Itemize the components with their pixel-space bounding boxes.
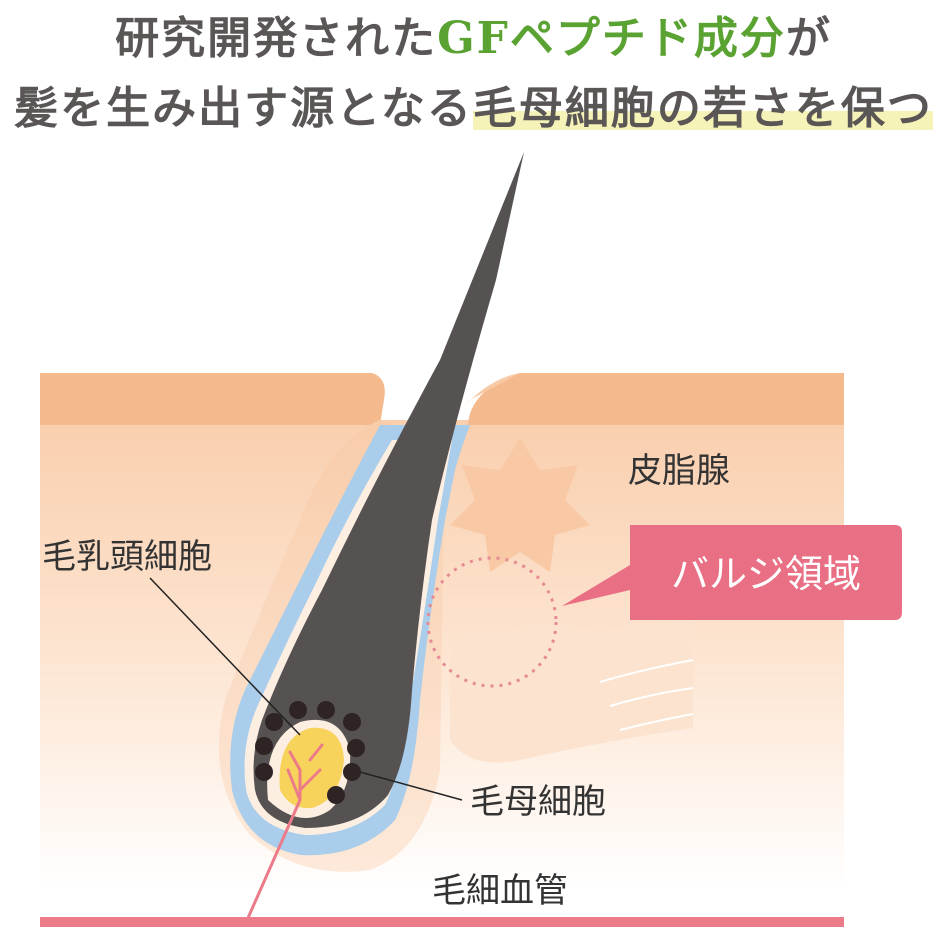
papilla-leader-line: [149, 577, 301, 736]
matrix-cell: [317, 701, 335, 719]
capillary-line: [40, 917, 844, 927]
matrix-cell: [255, 737, 273, 755]
headline-text-2a: 髪を生み出す源となる: [14, 83, 473, 134]
matrix-cell: [343, 763, 361, 781]
matrix-cell: [347, 739, 365, 757]
hair-matrix-cells: [255, 701, 365, 804]
matrix-cell: [289, 701, 307, 719]
epidermis-right: [468, 373, 844, 425]
dermal-papilla-label: 毛乳頭細胞: [42, 537, 212, 577]
muscle-fiber-1: [599, 659, 694, 683]
matrix-cell: [327, 786, 345, 804]
headline-line-1: 研究開発されたGFペプチド成分が: [0, 2, 947, 66]
headline-highlight-text: 毛母細胞の若さを保つ: [472, 83, 933, 134]
matrix-leader-line: [359, 771, 463, 801]
epidermis-left: [40, 373, 385, 425]
matrix-cell: [343, 713, 361, 731]
bulge-callout-box: [562, 525, 902, 620]
bulge-region-circle: [426, 556, 558, 688]
headline-text-1b: が: [785, 13, 832, 64]
muscle-fiber-2: [609, 687, 694, 707]
headline-line-2: 髪を生み出す源となる毛母細胞の若さを保つ: [0, 72, 947, 136]
headline-text-1a: 研究開発された: [115, 13, 438, 64]
sebaceous-gland-label: 皮脂腺: [628, 451, 730, 491]
sebaceous-gland-shape: [450, 438, 590, 572]
headline-green-text: GFペプチド成分: [437, 13, 786, 64]
matrix-cell: [265, 713, 283, 731]
bulge-region-label: バルジ領域: [671, 552, 861, 596]
matrix-cell: [255, 763, 273, 781]
muscle-fiber-3: [619, 713, 694, 731]
capillary-branch: [246, 743, 324, 920]
hair-matrix-label: 毛母細胞: [470, 782, 606, 822]
capillary-label: 毛細血管: [432, 871, 568, 911]
hair-shaft: [253, 152, 524, 828]
